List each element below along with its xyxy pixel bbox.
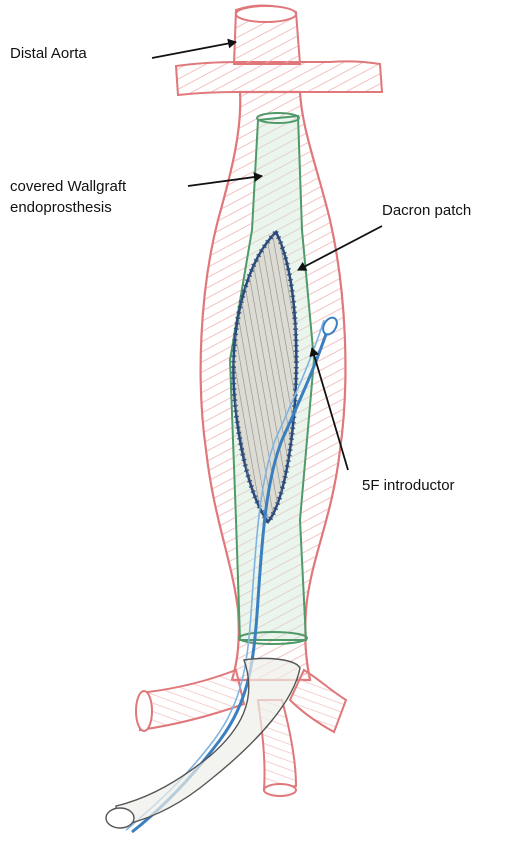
label-wallgraft-line1: covered Wallgraft (10, 177, 126, 196)
label-dacron-patch: Dacron patch (382, 201, 471, 220)
label-distal-aorta: Distal Aorta (10, 44, 87, 63)
arrow-distal-aorta (152, 42, 236, 58)
label-introductor: 5F introductor (362, 476, 455, 495)
label-wallgraft-line2: endoprosthesis (10, 198, 112, 217)
aorta-lumen-top (236, 6, 296, 22)
renal-branches (176, 61, 382, 95)
left-iliac (140, 670, 244, 730)
